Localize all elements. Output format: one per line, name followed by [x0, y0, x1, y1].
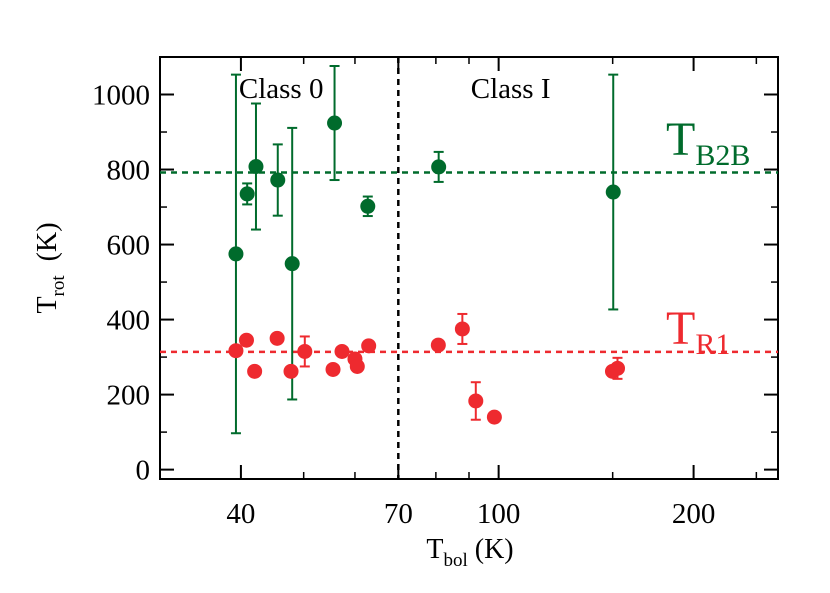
x-axis-label: Tbol (K)	[426, 534, 513, 571]
y-tick-label: 400	[107, 305, 151, 337]
data-point-r1	[325, 361, 341, 377]
x-tick-label: 70	[384, 498, 413, 530]
data-points	[228, 115, 626, 425]
data-point-r1	[269, 330, 285, 346]
x-tick-label: 40	[226, 498, 255, 530]
data-point-b2b	[605, 184, 621, 200]
data-point-b2b	[248, 159, 264, 175]
region-label-class-i: Class I	[471, 73, 551, 105]
data-point-b2b	[284, 256, 300, 272]
x-tick-label: 100	[477, 498, 521, 530]
region-label-class-0: Class 0	[239, 73, 324, 105]
reference-lines	[160, 171, 778, 354]
x-tick-label: 200	[672, 498, 716, 530]
series-label-b2b-sub: B2B	[695, 139, 750, 172]
data-point-r1	[454, 321, 470, 337]
y-axis-label: Trot (K)	[32, 222, 69, 313]
y-tick-label: 200	[107, 380, 151, 412]
tick-marks	[159, 57, 778, 479]
x-axis-label-sub: bol	[443, 550, 467, 571]
data-point-b2b	[431, 159, 447, 175]
series-label-r1: TR1	[666, 302, 730, 361]
series-label-r1-sub: R1	[695, 328, 730, 361]
tick-labels: 0 200 400 600 800 1000 40 70 100 200	[92, 80, 715, 530]
data-point-r1	[349, 358, 365, 374]
data-point-b2b	[327, 115, 343, 131]
data-point-b2b	[239, 186, 255, 202]
data-point-r1	[468, 393, 484, 409]
data-point-r1	[361, 338, 377, 354]
data-point-b2b	[270, 172, 286, 188]
x-axis-label-main: T	[426, 534, 443, 565]
data-point-r1	[297, 343, 313, 359]
series-label-r1-main: T	[666, 302, 695, 355]
data-point-r1	[247, 363, 263, 379]
data-point-r1	[610, 360, 626, 376]
data-point-b2b	[228, 246, 244, 262]
y-axis-label-sub: rot	[48, 275, 69, 297]
y-axis-label-main: T	[32, 296, 63, 313]
y-tick-label: 0	[136, 455, 151, 487]
data-point-b2b	[360, 198, 376, 214]
data-point-r1	[430, 337, 446, 353]
series-label-b2b: TB2B	[666, 113, 750, 172]
data-point-r1	[228, 343, 244, 359]
y-tick-label: 800	[107, 155, 151, 187]
series-label-b2b-main: T	[666, 113, 695, 166]
data-point-r1	[238, 332, 254, 348]
y-tick-label: 600	[107, 230, 151, 262]
data-point-r1	[486, 409, 502, 425]
x-axis-label-unit: (K)	[468, 534, 514, 565]
data-point-r1	[283, 363, 299, 379]
data-point-r1	[334, 343, 350, 359]
y-tick-label: 1000	[92, 80, 150, 112]
y-axis-label-unit: (K)	[32, 222, 63, 275]
